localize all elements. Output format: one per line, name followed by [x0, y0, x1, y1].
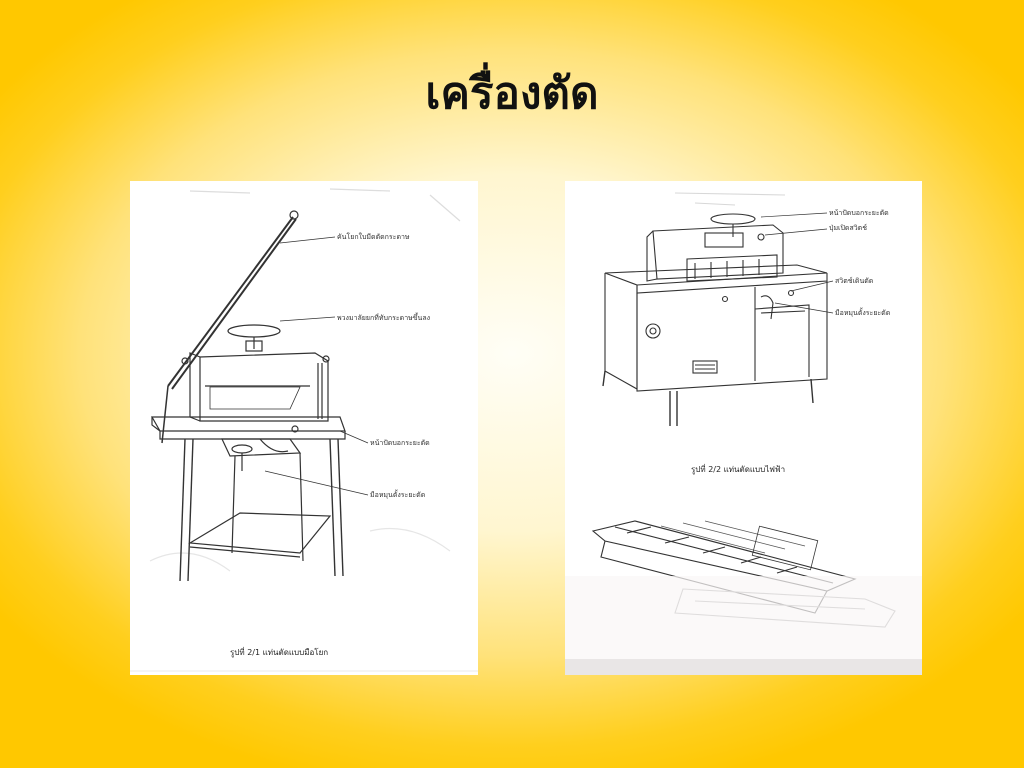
electric-cutter-drawing — [591, 192, 896, 628]
figure-electric-cutter: หน้าปัดบอกระยะตัด ปุ่มเปิดสวิตช์ สวิตช์เ… — [565, 181, 922, 675]
manual-label-lever: คันโยกใบมีดตัดกระดาษ — [337, 233, 410, 241]
electric-label-switch: ปุ่มเปิดสวิตช์ — [829, 224, 867, 232]
electric-label-cut-switch: สวิตช์เดินตัด — [835, 277, 874, 285]
slide-title: เครื่องตัด — [425, 68, 599, 119]
bottom-strip — [565, 659, 922, 675]
faded-overlay — [565, 576, 922, 666]
electric-label-dial: หน้าปัดบอกระยะตัด — [829, 209, 889, 217]
manual-label-dial: หน้าปัดบอกระยะตัด — [370, 439, 430, 447]
figure-manual-cutter: คันโยกใบมีดตัดกระดาษ พวงมาลัยยกที่ทับกระ… — [130, 181, 478, 675]
manual-caption: รูปที่ 2/1 แท่นตัดแบบมือโยก — [230, 648, 329, 657]
manual-label-crank: มือหมุนตั้งระยะตัด — [370, 491, 426, 499]
manual-cutter-drawing — [130, 188, 478, 672]
electric-label-crank: มือหมุนตั้งระยะตัด — [835, 309, 891, 317]
manual-label-handwheel: พวงมาลัยยกที่ทับกระดาษขึ้นลง — [337, 314, 431, 322]
electric-caption: รูปที่ 2/2 แท่นตัดแบบไฟฟ้า — [691, 465, 786, 474]
